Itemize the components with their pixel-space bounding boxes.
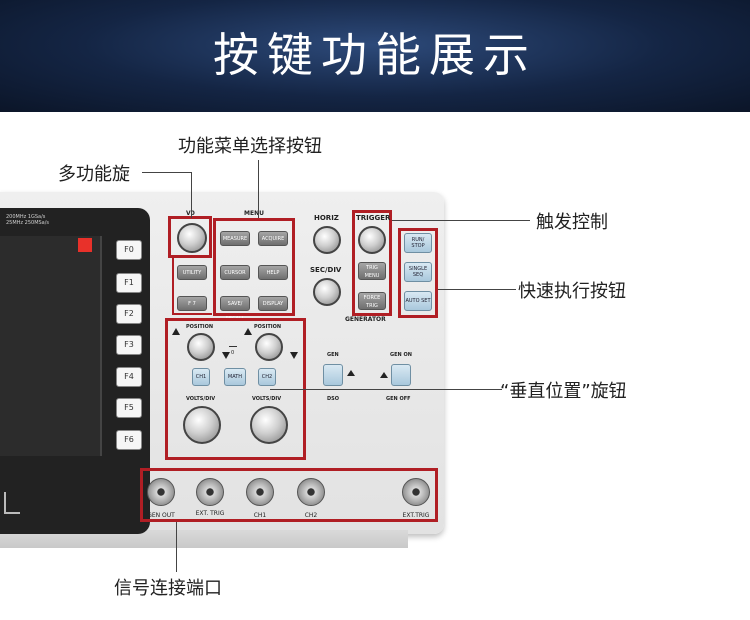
ch1-volts-div-label: VOLTS/DIV	[186, 396, 216, 402]
sec-div-knob[interactable]	[313, 278, 341, 306]
ext-trig-left-label: EXT. TRIG	[195, 510, 225, 517]
trigger-callout-line	[392, 220, 530, 221]
multifunction-knob-callout: 多功能旋	[58, 164, 130, 185]
ch1-volts-div-knob[interactable]	[183, 406, 221, 444]
ch2-up-arrow-icon	[244, 328, 252, 335]
ch2-down-arrow-icon	[290, 352, 298, 359]
gen-dso-button[interactable]	[323, 364, 343, 386]
multifunction-knob[interactable]	[177, 223, 207, 253]
ports-callout-line	[176, 522, 177, 572]
spec-line-2: 25MHz 250MSa/s	[6, 220, 50, 226]
trigger-level-knob[interactable]	[358, 226, 386, 254]
trigger-control-callout: 触发控制	[536, 212, 608, 233]
ext-trig-port-left[interactable]	[196, 478, 224, 506]
help-button[interactable]: HELP	[258, 265, 288, 280]
ch1-position-label: POSITION	[186, 324, 214, 330]
gen-out-port[interactable]	[147, 478, 175, 506]
math-button[interactable]: MATH	[224, 368, 246, 386]
horiz-label: HORIZ	[314, 214, 339, 222]
gen-off-label: GEN OFF	[386, 396, 411, 402]
f2-button[interactable]: F2	[116, 304, 142, 324]
f1-button[interactable]: F1	[116, 273, 142, 293]
display-screen	[0, 236, 102, 456]
gen-label: GEN	[327, 352, 339, 358]
function-menu-callout: 功能菜单选择按钮	[178, 136, 322, 157]
trig-menu-button[interactable]: TRIG MENU	[358, 262, 386, 280]
gen-on-label: GEN ON	[390, 352, 412, 358]
ext-trig-port[interactable]	[402, 478, 430, 506]
ch2-port-label: CH2	[304, 512, 318, 519]
acquire-button[interactable]: ACQUIRE	[258, 231, 288, 246]
ch1-up-arrow-icon	[172, 328, 180, 335]
page-title: 按键功能展示	[213, 28, 537, 82]
ch1-port-label: CH1	[253, 512, 267, 519]
quick-callout-line	[438, 289, 516, 290]
menu-buttons-highlight	[213, 218, 295, 316]
knob-callout-line-h	[142, 172, 192, 173]
signal-ports-callout: 信号连接端口	[114, 578, 222, 599]
ground-zero-label: 0	[231, 350, 235, 356]
ch1-button[interactable]: CH1	[192, 368, 210, 386]
ground-icon	[229, 340, 237, 347]
gen-up-arrow-icon	[347, 370, 355, 376]
ch2-position-label: POSITION	[254, 324, 282, 330]
ch1-port[interactable]	[246, 478, 274, 506]
dso-label: DSO	[327, 396, 340, 402]
ch1-position-knob[interactable]	[187, 333, 215, 361]
f6-button[interactable]: F6	[116, 430, 142, 450]
cursor-button[interactable]: CURSOR	[220, 265, 250, 280]
ports-highlight	[140, 468, 438, 522]
ch2-volts-div-label: VOLTS/DIV	[252, 396, 282, 402]
ch2-position-knob[interactable]	[255, 333, 283, 361]
measure-button[interactable]: MEASURE	[220, 231, 250, 246]
trigger-label: TRIGGER	[356, 214, 391, 222]
ch2-button[interactable]: CH2	[258, 368, 276, 386]
f0-button[interactable]: F0	[116, 240, 142, 260]
horizontal-position-knob[interactable]	[313, 226, 341, 254]
ch1-down-arrow-icon	[222, 352, 230, 359]
indicator-light	[78, 238, 92, 252]
save-recall-button[interactable]: SAVE/ RECALL	[220, 296, 250, 322]
title-banner: 按键功能展示	[0, 0, 750, 112]
menu-label: MENU	[244, 210, 264, 217]
f5-button[interactable]: F5	[116, 398, 142, 418]
single-seq-button[interactable]: SINGLE SEQ	[404, 262, 432, 282]
sec-div-label: SEC/DIV	[310, 266, 342, 274]
f7-button[interactable]: F 7	[177, 296, 207, 311]
v0-label: V0	[186, 210, 195, 217]
gen-on-arrow-icon	[380, 372, 388, 378]
vertical-position-callout: “垂直位置”旋钮	[500, 381, 627, 402]
generator-label: GENERATOR	[345, 316, 386, 323]
gen-on-off-button[interactable]	[391, 364, 411, 386]
f4-button[interactable]: F4	[116, 367, 142, 387]
trigger-highlight	[352, 210, 392, 316]
gen-out-label: GEN OUT	[147, 512, 175, 519]
ch2-port[interactable]	[297, 478, 325, 506]
force-trig-button[interactable]: FORCE TRIG	[358, 292, 386, 310]
auto-set-button[interactable]: AUTO SET	[404, 291, 432, 311]
menu-callout-line	[258, 160, 259, 218]
utility-button[interactable]: UTILITY	[177, 265, 207, 280]
multifunction-knob-highlight	[168, 216, 212, 258]
quick-buttons-highlight	[398, 228, 438, 318]
probe-icon	[4, 492, 20, 514]
menu-buttons-highlight-extension	[172, 258, 212, 315]
quick-execute-callout: 快速执行按钮	[518, 281, 626, 302]
oscilloscope-base	[0, 530, 408, 548]
vertical-callout-line	[270, 389, 502, 390]
ext-trig-label: EXT.TRIG	[402, 512, 430, 519]
run-stop-button[interactable]: RUN/ STOP	[404, 233, 432, 253]
display-button[interactable]: DISPLAY	[258, 296, 288, 311]
ch2-volts-div-knob[interactable]	[250, 406, 288, 444]
f3-button[interactable]: F3	[116, 335, 142, 355]
spec-line-1: 200MHz 1GSa/s	[6, 214, 46, 220]
knob-callout-line-v	[191, 172, 192, 218]
